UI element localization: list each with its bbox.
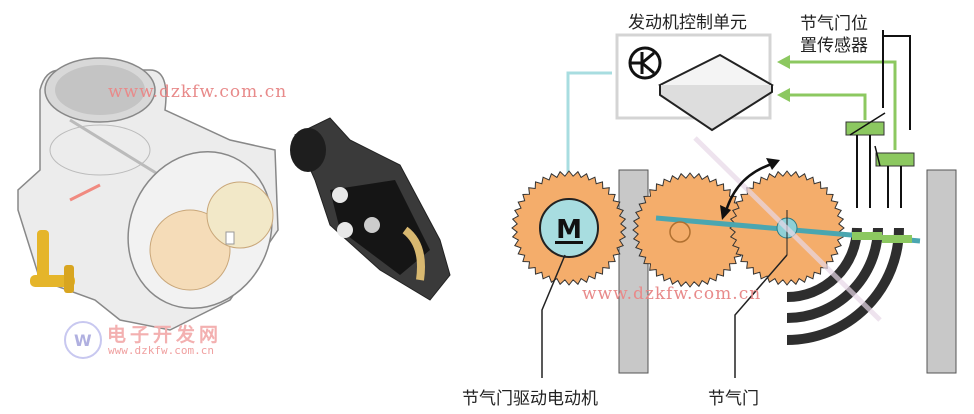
motor-icon (539, 198, 599, 258)
housing-wall-left (618, 169, 649, 374)
motor-control-line (566, 71, 612, 195)
watermark-logo: W (64, 321, 102, 359)
ecu-box (615, 33, 774, 132)
rotation-arrow-icon (723, 161, 776, 216)
sensor-cover-illustration (290, 117, 451, 301)
watermark-url-top: www.dzkfw.com.cn (108, 82, 288, 102)
sensor-label-line1: 节气门位 (800, 14, 868, 34)
watermark-brand-url: www.dzkfw.com.cn (108, 344, 214, 357)
sensor-signal-line-1 (785, 60, 897, 150)
sensor-potentiometer-2 (875, 152, 915, 167)
ecu-label: 发动机控制单元 (628, 13, 747, 33)
housing-wall-right (926, 169, 957, 374)
motor-label: 节气门驱动电动机 (462, 389, 598, 409)
throttle-label: 节气门 (708, 389, 759, 409)
watermark-url-right: www.dzkfw.com.cn (582, 284, 762, 304)
motor-symbol: M (556, 215, 582, 245)
svg-text:W: W (74, 331, 92, 350)
throttle-plate-outline (693, 136, 882, 322)
watermark-brand-cn: 电子开发网 (107, 324, 223, 346)
sensor-signal-line-2 (785, 93, 867, 120)
throttle-body-illustration (17, 57, 279, 331)
sensor-label-line2: 置传感器 (800, 36, 868, 56)
